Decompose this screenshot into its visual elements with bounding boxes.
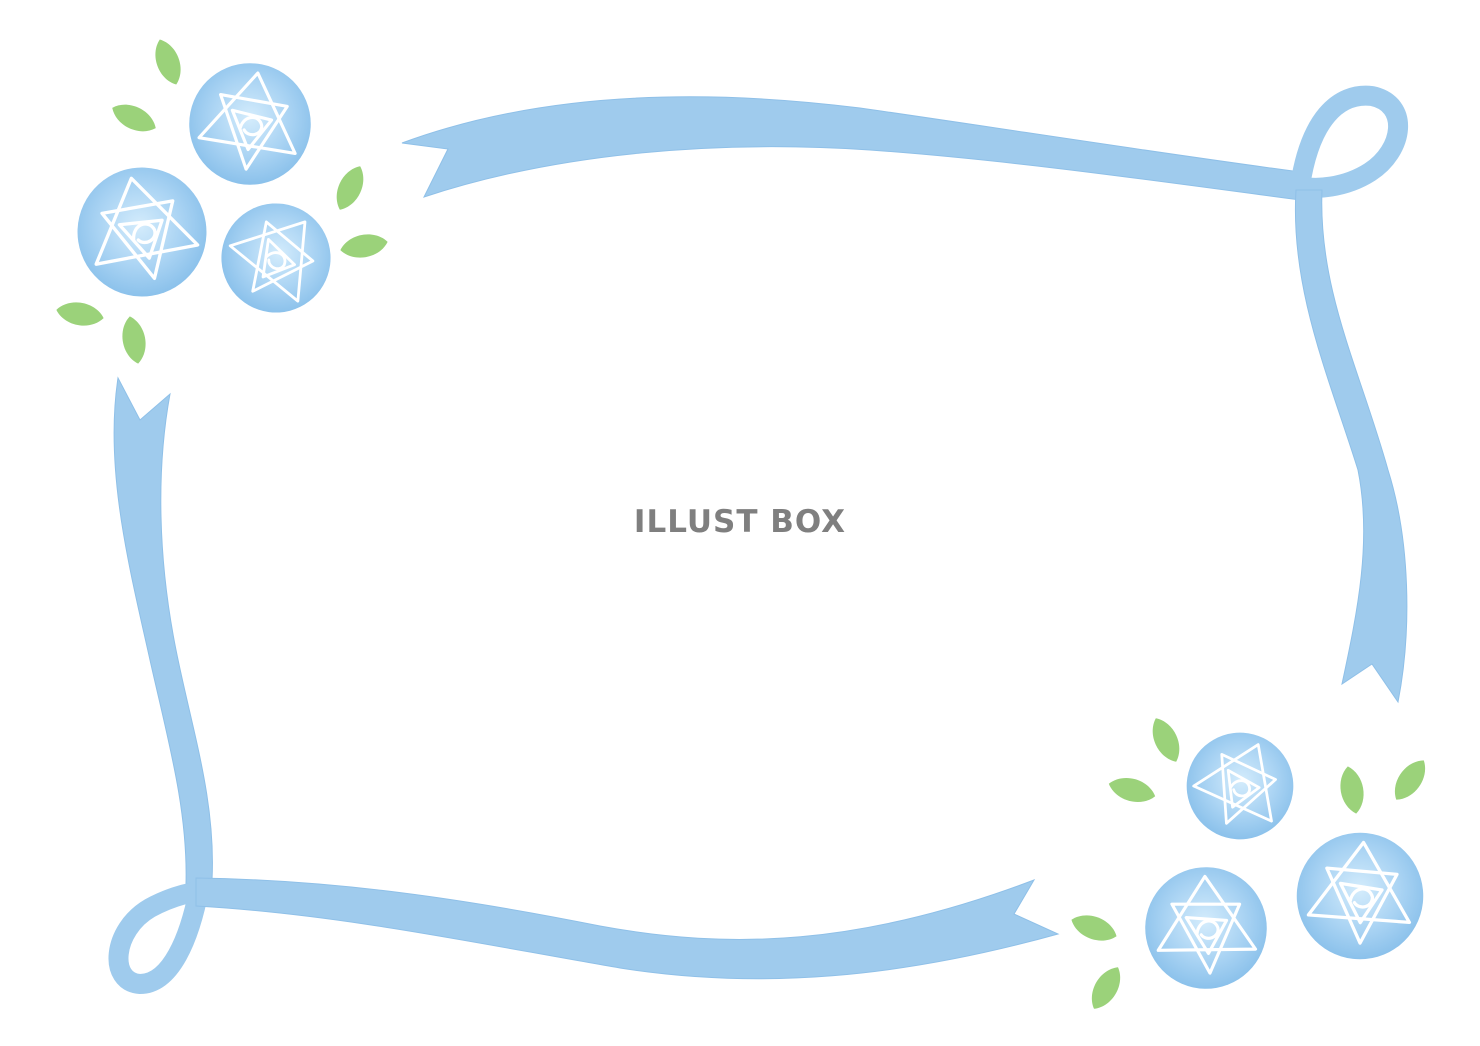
ribbon-loop-top-right [1290,85,1408,198]
leaf-icon [1067,909,1121,947]
leaf-icon [1336,764,1368,816]
watermark-text: ILLUST BOX [633,504,847,540]
leaf-icon [1084,961,1128,1015]
leaf-icon [1105,772,1159,808]
ribbon-bottom [195,877,1060,980]
rose-cluster-top-left [54,35,390,366]
ribbon-frame [108,85,1408,994]
ribbon-left [113,376,213,885]
ribbon-loop-bottom-left [108,874,224,994]
ribbon-top [401,96,1301,201]
rose-icon [1134,856,1278,1000]
rose-icon [1173,719,1307,853]
leaf-icon [107,97,161,139]
rose-icon [187,61,313,187]
rose-cluster-bottom-right [1067,713,1433,1015]
leaf-icon [149,35,187,89]
leaf-icon [1145,713,1187,767]
rose-icon [200,182,352,334]
leaf-icon [118,314,150,366]
rose-icon [57,147,227,317]
rose-icon [1289,825,1431,967]
leaf-icon [338,230,390,262]
leaf-icon [54,298,106,330]
leaf-icon [1387,753,1433,807]
ribbon-right [1294,189,1408,704]
leaf-icon [329,161,371,215]
